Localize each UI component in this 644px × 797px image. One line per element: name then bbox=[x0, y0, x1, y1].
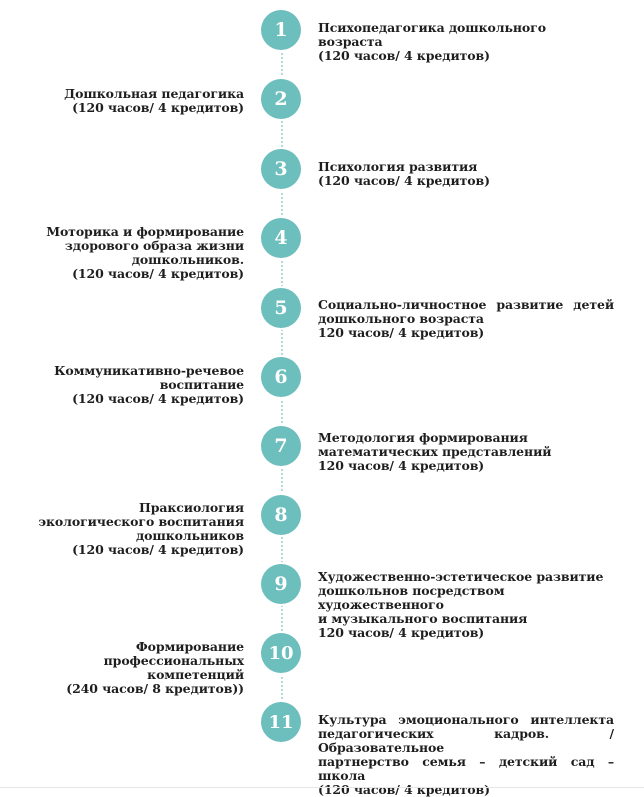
step-number-badge: 10 bbox=[261, 633, 301, 673]
course-title: компетенций bbox=[147, 667, 244, 682]
course-hours: (120 часов/ 4 кредитов) bbox=[72, 542, 244, 557]
step-number-badge: 2 bbox=[261, 79, 301, 119]
course-item-3: Психология развития (120 часов/ 4 кредит… bbox=[318, 160, 614, 188]
course-title: экологического воспитания bbox=[38, 514, 244, 529]
course-item-11: Культура эмоционального интеллекта педаг… bbox=[318, 713, 614, 797]
course-item-7: Методология формирования математических … bbox=[318, 431, 614, 473]
course-title: педагогических кадров. / Образовательное bbox=[318, 726, 614, 755]
step-number-badge: 8 bbox=[261, 495, 301, 535]
course-title: Дошкольная педагогика bbox=[64, 86, 244, 101]
step-number-badge: 3 bbox=[261, 149, 301, 189]
course-item-4: Моторика и формирование здорового образа… bbox=[0, 225, 244, 281]
course-title: Социально-личностное развитие детей bbox=[318, 297, 614, 312]
course-hours: 120 часов/ 4 кредитов) bbox=[318, 325, 485, 340]
course-title: Психопедагогика дошкольного возраста bbox=[318, 20, 546, 49]
course-title: здорового образа жизни bbox=[64, 238, 244, 253]
course-item-1: Психопедагогика дошкольного возраста (12… bbox=[318, 21, 614, 63]
course-title: Художественно-эстетическое развитие bbox=[318, 569, 604, 584]
course-title: дошкольнов посредством художественного bbox=[318, 583, 505, 612]
course-title: Моторика и формирование bbox=[46, 224, 244, 239]
step-number-badge: 4 bbox=[261, 218, 301, 258]
course-hours: (120 часов/ 4 кредитов) bbox=[318, 173, 490, 188]
course-hours: 120 часов/ 4 кредитов) bbox=[318, 458, 485, 473]
step-number-badge: 5 bbox=[261, 288, 301, 328]
course-title: Коммуникативно-речевое bbox=[54, 363, 244, 378]
course-hours: (240 часов/ 8 кредитов)) bbox=[66, 681, 244, 696]
course-hours: (120 часов/ 4 кредитов) bbox=[72, 100, 244, 115]
course-item-10: Формирование профессиональных компетенци… bbox=[0, 640, 244, 696]
course-title: воспитание bbox=[159, 377, 244, 392]
course-title: Культура эмоционального интеллекта bbox=[318, 712, 614, 727]
step-number-badge: 11 bbox=[261, 702, 301, 742]
course-item-6: Коммуникативно-речевое воспитание (120 ч… bbox=[0, 364, 244, 406]
course-item-8: Праксиология экологического воспитания д… bbox=[0, 501, 244, 557]
course-title: и музыкального воспитания bbox=[318, 611, 528, 626]
course-title: Психология развития bbox=[318, 159, 478, 174]
course-item-2: Дошкольная педагогика (120 часов/ 4 кред… bbox=[0, 87, 244, 115]
course-title: дошкольников bbox=[135, 528, 244, 543]
step-number-badge: 6 bbox=[261, 357, 301, 397]
course-title: партнерство семья – детский сад – школа bbox=[318, 754, 614, 783]
bottom-divider bbox=[0, 787, 644, 788]
course-hours: (120 часов/ 4 кредитов) bbox=[72, 266, 244, 281]
course-hours: (120 часов/ 4 кредитов) bbox=[318, 48, 490, 63]
step-number-badge: 1 bbox=[261, 10, 301, 50]
course-title: Формирование профессиональных bbox=[103, 639, 244, 668]
course-hours: 120 часов/ 4 кредитов) bbox=[318, 625, 485, 640]
course-item-9: Художественно-эстетическое развитие дошк… bbox=[318, 570, 614, 640]
course-title: дошкольного возраста bbox=[318, 311, 484, 326]
course-hours: (120 часов/ 4 кредитов) bbox=[72, 391, 244, 406]
course-title: математических представлений bbox=[318, 444, 552, 459]
step-number-badge: 7 bbox=[261, 426, 301, 466]
course-title: Праксиология bbox=[138, 500, 244, 515]
course-title: Методология формирования bbox=[318, 430, 528, 445]
course-item-5: Социально-личностное развитие детей дошк… bbox=[318, 298, 614, 340]
course-title: дошкольников. bbox=[131, 252, 244, 267]
step-number-badge: 9 bbox=[261, 564, 301, 604]
course-hours: (120 часов/ 4 кредитов) bbox=[318, 782, 490, 797]
